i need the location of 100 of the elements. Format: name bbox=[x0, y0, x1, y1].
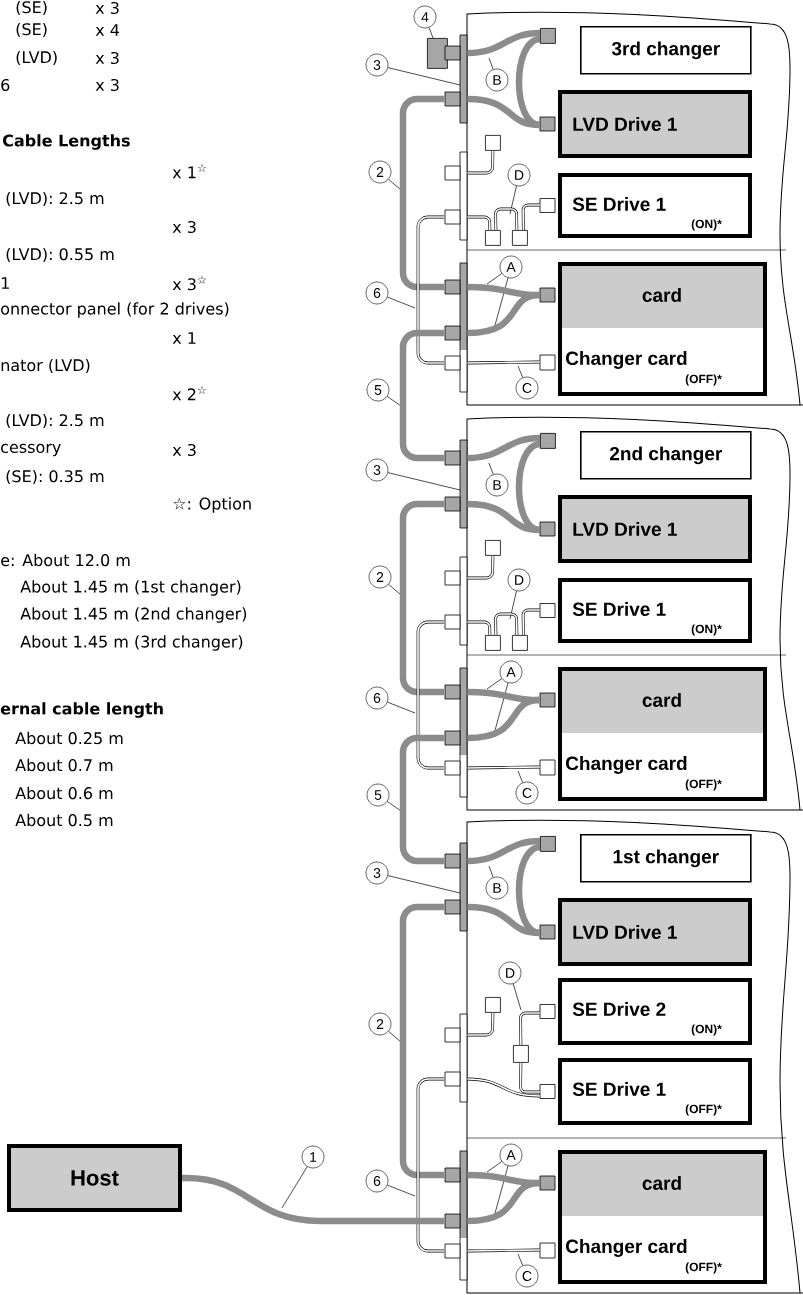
leader-line bbox=[512, 983, 522, 1011]
connector-panel bbox=[444, 34, 468, 124]
text-line: About 1.45 m (2nd changer) bbox=[20, 607, 247, 623]
cable bbox=[519, 1062, 541, 1094]
callout-number: 2 bbox=[368, 565, 392, 589]
text-line: x 1$^{☆}$ bbox=[172, 163, 207, 179]
cable bbox=[466, 620, 492, 636]
text-line: x 2$^{☆}$ bbox=[172, 385, 207, 401]
drive-box: SE Drive 1 (ON)* bbox=[539, 578, 752, 643]
leader-line bbox=[509, 185, 517, 215]
text-line: x 4 bbox=[95, 24, 120, 36]
callout-number: A bbox=[499, 1143, 523, 1167]
leader-line bbox=[387, 67, 461, 86]
connector-panel bbox=[444, 1013, 468, 1103]
cable bbox=[399, 734, 444, 865]
callout-number: B bbox=[485, 876, 509, 900]
leader-line bbox=[486, 678, 503, 690]
cable bbox=[466, 1077, 541, 1098]
text-line: x 3 bbox=[95, 78, 119, 92]
text-line: (LVD): 2.5 m bbox=[6, 413, 104, 429]
title-box: 2nd changer bbox=[580, 431, 752, 480]
leader-line bbox=[388, 1031, 402, 1043]
callout-number: C bbox=[515, 781, 539, 805]
text-line: x 3 bbox=[95, 51, 119, 65]
cable bbox=[416, 215, 445, 365]
drive-box: SE Drive 2 (ON)* bbox=[539, 978, 752, 1045]
cable bbox=[494, 207, 519, 231]
text-line: About 0.7 m bbox=[15, 758, 113, 772]
cable bbox=[466, 1248, 541, 1253]
leader-line bbox=[387, 296, 416, 309]
cable bbox=[467, 500, 541, 534]
callout-number: D bbox=[498, 961, 522, 985]
cable bbox=[466, 150, 495, 175]
callout-number: B bbox=[485, 473, 509, 497]
callout-number: 6 bbox=[365, 1169, 389, 1193]
callout-number: A bbox=[499, 255, 523, 279]
text-line: About 0.25 m bbox=[15, 731, 123, 745]
cable bbox=[399, 903, 444, 1179]
drive-box: LVD Drive 1 bbox=[539, 898, 752, 966]
text-line: x 3$^{☆}$ bbox=[172, 275, 207, 291]
connector bbox=[513, 1045, 529, 1063]
text-line: onnector panel (for 2 drives) bbox=[1, 302, 229, 318]
text-line: (SE) bbox=[16, 22, 47, 38]
cable bbox=[467, 434, 541, 462]
host-box: Host bbox=[7, 1144, 182, 1212]
connector bbox=[485, 997, 501, 1013]
connector bbox=[512, 635, 528, 651]
text-line: x 3 bbox=[172, 220, 196, 234]
cable bbox=[399, 329, 444, 462]
cable bbox=[521, 608, 541, 636]
callout-number: C bbox=[515, 1264, 539, 1288]
callout-number: 3 bbox=[365, 861, 389, 885]
cable bbox=[467, 837, 541, 865]
cable bbox=[416, 1077, 445, 1253]
connector-panel bbox=[444, 439, 468, 529]
cable bbox=[466, 215, 492, 231]
section-heading: ernal cable length bbox=[0, 702, 163, 718]
text-line: 1 bbox=[1, 277, 9, 289]
callout-number: C bbox=[515, 376, 539, 400]
text-line: (SE) bbox=[16, 0, 47, 16]
card-box: card Changer card (OFF)* bbox=[539, 262, 767, 396]
text-line: About 1.45 m (1st changer) bbox=[20, 580, 241, 596]
cable bbox=[399, 500, 444, 696]
callout-number: 6 bbox=[365, 686, 389, 710]
text-line: About 1.45 m (3rd changer) bbox=[20, 635, 243, 651]
text-line: (LVD) bbox=[16, 50, 57, 66]
connector bbox=[540, 433, 556, 449]
drive-box: LVD Drive 1 bbox=[539, 90, 752, 158]
callout-number: 2 bbox=[368, 160, 392, 184]
cable bbox=[467, 95, 541, 129]
callout-number: 5 bbox=[366, 783, 390, 807]
leader-line bbox=[486, 1161, 503, 1173]
leader-line bbox=[387, 701, 416, 714]
connector bbox=[485, 635, 501, 651]
cable bbox=[466, 555, 495, 580]
leader-line bbox=[387, 875, 461, 894]
leader-line bbox=[428, 27, 434, 39]
cable bbox=[416, 620, 445, 770]
cable bbox=[467, 291, 541, 337]
connector bbox=[512, 230, 528, 246]
card-box: card Changer card (OFF)* bbox=[539, 1150, 767, 1284]
title-box: 3rd changer bbox=[580, 26, 752, 75]
cable bbox=[466, 765, 541, 770]
cable bbox=[466, 360, 541, 365]
callout-number: 5 bbox=[366, 378, 390, 402]
connector-panel bbox=[444, 556, 468, 646]
cable bbox=[181, 1174, 444, 1225]
leader-line bbox=[281, 1166, 308, 1209]
callout-number: 1 bbox=[301, 1145, 325, 1169]
section-heading: Cable Lengths bbox=[3, 134, 130, 150]
cable bbox=[467, 903, 541, 937]
leader-line bbox=[386, 801, 402, 812]
connector bbox=[540, 28, 556, 44]
leader-line bbox=[488, 57, 494, 70]
callout-number: 4 bbox=[413, 5, 437, 29]
connector-panel bbox=[444, 842, 468, 932]
cable bbox=[467, 29, 541, 57]
text-line: ☆: Option bbox=[173, 497, 251, 513]
title-box: 1st changer bbox=[580, 834, 752, 883]
text-line: (SE): 0.35 m bbox=[6, 469, 104, 485]
